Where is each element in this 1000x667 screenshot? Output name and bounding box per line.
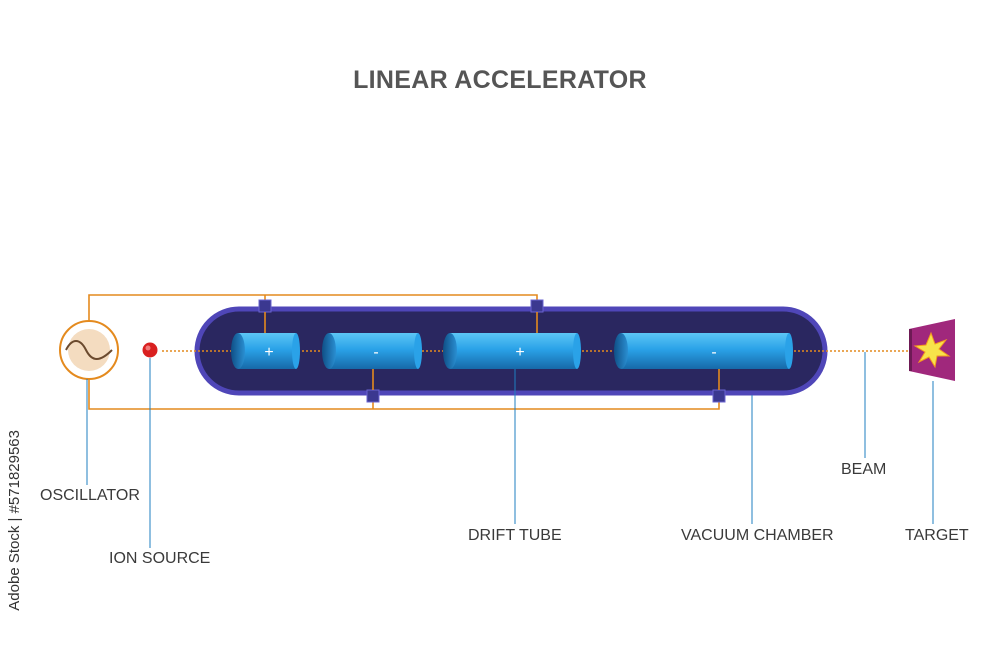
connector-bottom-2 (712, 389, 726, 403)
drift-tube-label: DRIFT TUBE (468, 527, 562, 544)
drift-tube-3: + (443, 333, 581, 369)
stock-id-text: Adobe Stock | #571829563 (6, 430, 23, 611)
oscillator-label: OSCILLATOR (40, 487, 140, 504)
connector-bottom-1 (366, 389, 380, 403)
ion-source-icon (142, 342, 158, 358)
drift-tube-2: - (322, 333, 422, 369)
ion-source-label: ION SOURCE (109, 550, 211, 567)
drift-tube-3-charge: + (515, 344, 524, 361)
drift-tube-2-charge: - (373, 344, 378, 361)
label-leader-lines (86, 352, 934, 548)
oscillator-icon (59, 320, 119, 380)
connector-top-2 (530, 299, 544, 313)
drift-tube-1: + (231, 333, 300, 369)
connector-top-1 (258, 299, 272, 313)
tube-leads (264, 312, 720, 390)
electrode-connectors (258, 299, 726, 403)
drift-tube-4: - (614, 333, 793, 369)
target-icon (909, 319, 955, 381)
drift-tube-1-charge: + (264, 344, 273, 361)
vacuum-chamber-label: VACUUM CHAMBER (681, 527, 834, 544)
oscillator-wiring (88, 294, 720, 410)
diagram-title: LINEAR ACCELERATOR (353, 66, 647, 94)
target-label: TARGET (905, 527, 969, 544)
beam-label: BEAM (841, 461, 887, 478)
drift-tube-4-charge: - (711, 344, 716, 361)
